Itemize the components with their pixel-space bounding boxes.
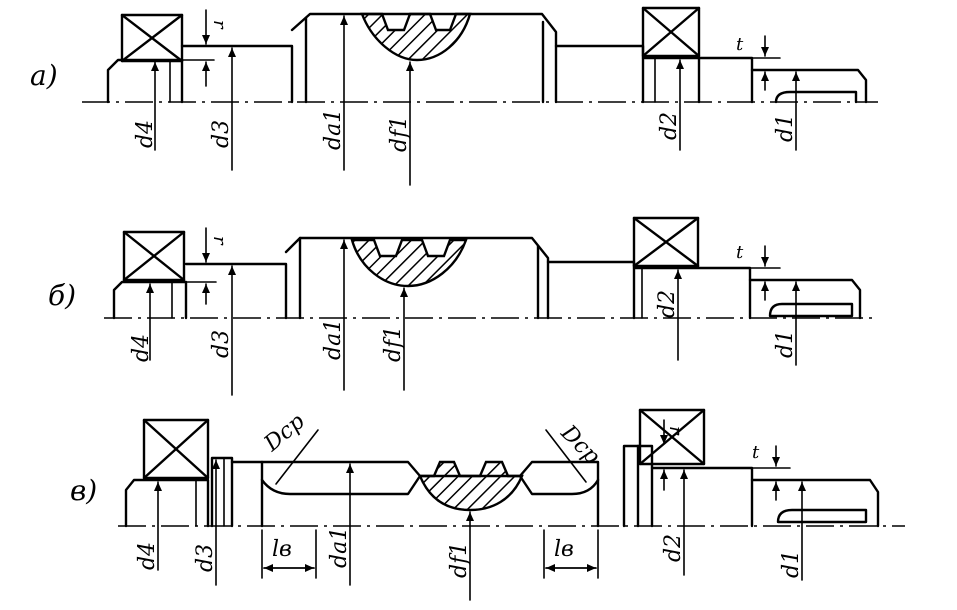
variant-b-r: r (209, 236, 230, 246)
variant-b-bearing-left (122, 230, 186, 282)
variant-c-t: t (752, 442, 760, 463)
variant-b-label: б) (48, 279, 76, 312)
variant-c-bearing-right (638, 408, 706, 466)
variant-c-keyway (776, 508, 868, 524)
variant-c-d2: d2 (661, 534, 686, 562)
variant-a-label: а) (30, 59, 58, 92)
variant-c-d3: d3 (193, 544, 218, 572)
variant-b-t: t (736, 242, 744, 263)
variant-b-da1: da1 (321, 319, 346, 360)
variant-a-r: r (209, 20, 230, 30)
variant-a-gear-section (360, 12, 472, 62)
variant-a-gear-body (290, 12, 558, 104)
variant-c-collar (210, 456, 234, 528)
variant-a-d1: d1 (773, 114, 798, 142)
variant-c-collar-right (622, 444, 640, 528)
variant-c-df1: df1 (447, 542, 472, 578)
variant-c-d1: d1 (779, 550, 804, 578)
variant-a-d2: d2 (657, 112, 682, 140)
variant-a-bearing-right (641, 6, 701, 58)
variant-a-step-d3 (180, 44, 294, 104)
variant-b-step-d3 (184, 262, 288, 320)
variant-a-journal-d4 (106, 58, 184, 104)
variant-c-r: r (665, 426, 686, 436)
variant-c-gear-section (418, 460, 524, 512)
variant-c-journal-d4 (124, 478, 210, 528)
variant-b: б) d4 (48, 216, 878, 396)
variant-b-keyway (768, 302, 854, 318)
variant-a-d3: d3 (209, 120, 234, 148)
variant-a-d4: d4 (133, 120, 158, 148)
variant-a-t: t (736, 34, 744, 55)
variant-a-keyway (774, 90, 858, 104)
variant-a-end-d1 (750, 68, 868, 104)
variant-c-length-left: lв (272, 537, 292, 562)
variant-b-gear-body (284, 236, 550, 320)
variant-c-label: в) (70, 474, 97, 507)
variant-a-df1: df1 (387, 116, 412, 152)
variant-b-journal-d4 (112, 280, 188, 320)
variant-b-step-d2 (546, 260, 636, 320)
variant-b-d2: d2 (655, 290, 680, 318)
variant-a-da1: da1 (321, 109, 346, 150)
variant-b-d4: d4 (129, 334, 154, 362)
variant-b-d1: d1 (773, 330, 798, 358)
variant-b-bearing-right (632, 216, 700, 268)
variant-c: в) (70, 408, 905, 601)
variant-b-df1: df1 (381, 326, 406, 362)
variant-b-end-d1 (748, 278, 862, 320)
variant-b-gear-section (350, 238, 468, 288)
variant-c-d4: d4 (135, 542, 160, 570)
variant-c-da1: da1 (327, 527, 352, 568)
variant-c-length-right: lв (554, 537, 574, 562)
variant-b-d3: d3 (209, 330, 234, 358)
variant-c-end-d1 (750, 478, 880, 528)
variant-a-step-d2 (554, 44, 645, 104)
variant-a: а) (30, 6, 878, 186)
variant-a-bearing-left (120, 13, 184, 63)
variant-c-bearing-left (142, 418, 210, 480)
